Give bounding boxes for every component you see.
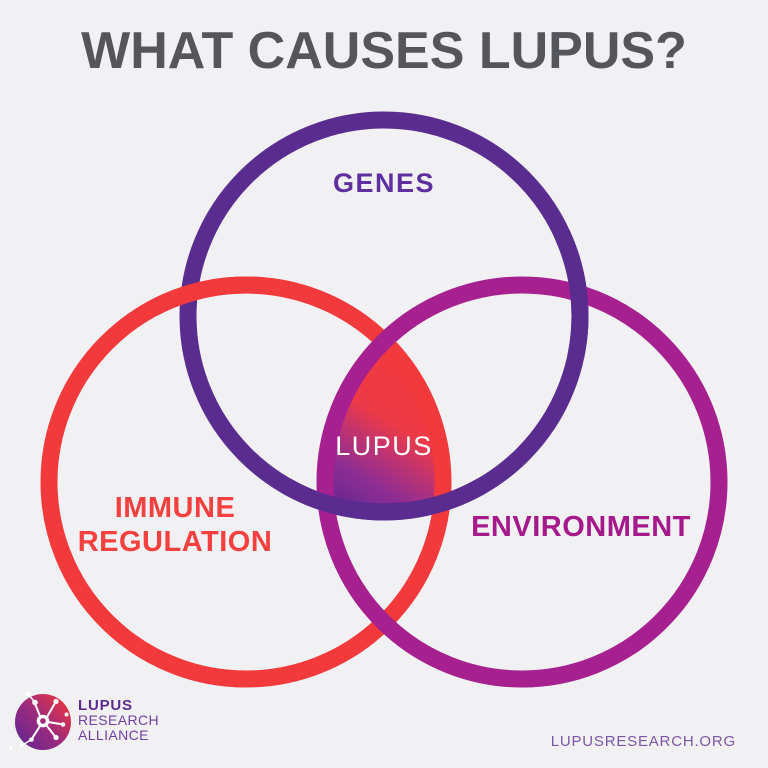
environment-label: ENVIRONMENT [471, 511, 691, 543]
genes-circle-right-overlap-arc [553, 229, 589, 359]
logo-mark-circle [15, 694, 71, 750]
lupus-intersection-label: LUPUS [335, 431, 433, 461]
logo-text-alliance: ALLIANCE [78, 727, 149, 743]
website-url: LUPUSRESEARCH.ORG [551, 733, 736, 750]
genes-label: GENES [333, 168, 435, 198]
immune-regulation-label-line1: IMMUNE [115, 492, 236, 524]
lupus-intersection-fill [325, 341, 443, 513]
immune-circle-top-overlap-arc [149, 276, 379, 338]
lupus-research-alliance-logo [9, 691, 71, 750]
logo-text-research: RESEARCH [78, 712, 159, 728]
immune-regulation-label-line2: REGULATION [78, 526, 273, 558]
page-title: WHAT CAUSES LUPUS? [81, 22, 687, 80]
genes-circle-bottom-overlap-arc [281, 478, 487, 521]
logo-text-lupus: LUPUS [78, 697, 133, 714]
logo-network-icon [9, 691, 69, 750]
environment-circle [316, 276, 728, 688]
